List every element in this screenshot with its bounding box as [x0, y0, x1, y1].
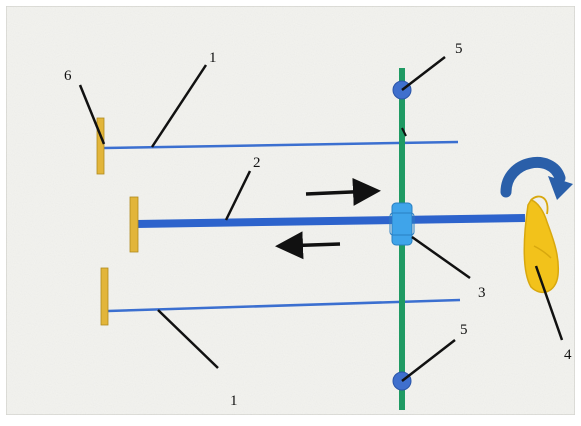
- center-rod: [135, 214, 526, 228]
- axis-tick-mark: [401, 127, 407, 137]
- label-bottom-pivot: 5: [460, 322, 468, 338]
- leader-stop-plate: [78, 84, 106, 145]
- leader-top-pivot: [401, 56, 446, 91]
- direction-arrow-right-icon: [305, 177, 381, 206]
- upper-end-plate: [96, 117, 105, 175]
- label-upper-rod: 1: [209, 50, 217, 66]
- lower-end-plate: [100, 267, 109, 326]
- center-end-plate: [129, 196, 139, 253]
- label-sleeve: 3: [478, 285, 486, 301]
- paper-panel: [5, 5, 576, 416]
- label-lower-rod: 1: [230, 393, 238, 409]
- direction-arrow-left-icon: [275, 231, 341, 260]
- leader-bottom-pivot: [401, 339, 456, 382]
- label-center-rod: 2: [253, 155, 261, 171]
- leader-hand: [534, 265, 564, 341]
- label-stop-plate: 6: [64, 68, 72, 84]
- sleeve-collar: [389, 212, 415, 236]
- leader-upper-rod: [150, 64, 208, 148]
- hand-icon: [523, 195, 560, 294]
- label-hand: 4: [564, 347, 572, 363]
- sliding-sleeve: [391, 202, 413, 246]
- leader-center-rod: [224, 170, 252, 221]
- leader-lower-rod: [157, 309, 219, 369]
- label-top-pivot: 5: [455, 41, 463, 57]
- rotation-arrow-icon: [500, 157, 573, 200]
- leader-sleeve: [411, 235, 471, 280]
